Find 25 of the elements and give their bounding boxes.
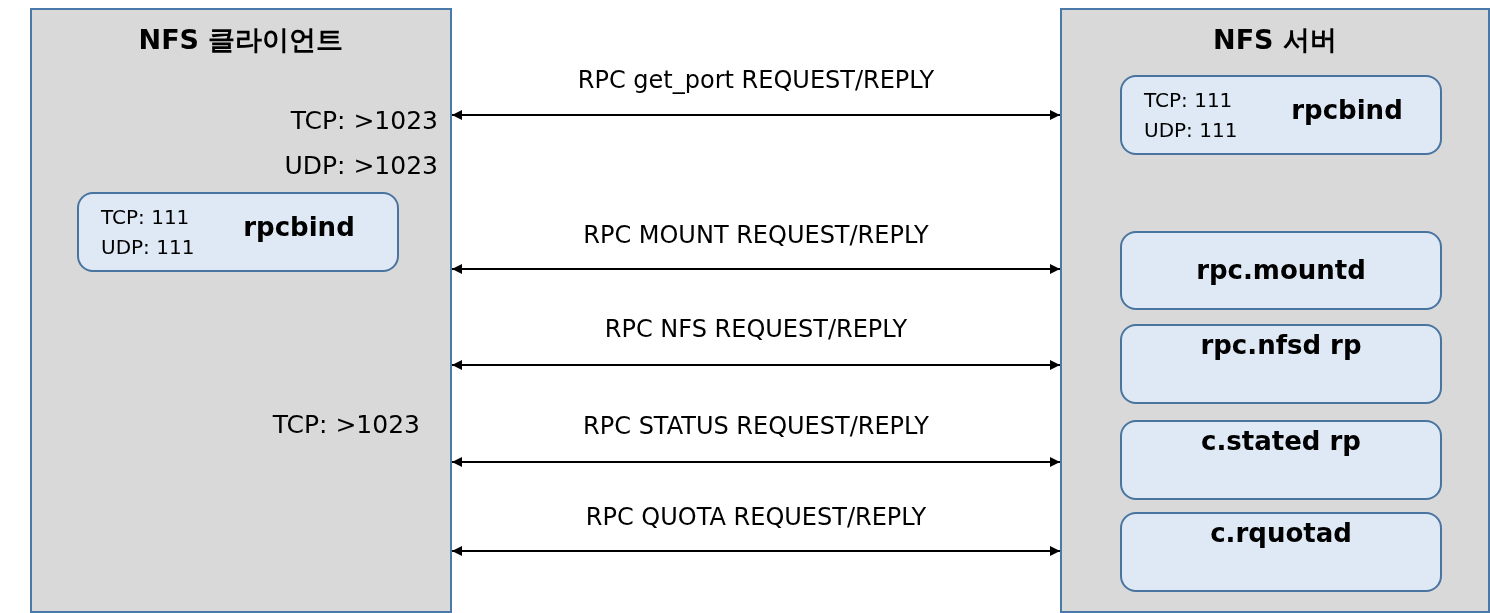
arrow	[451, 457, 1061, 467]
arrow	[451, 360, 1061, 370]
process-box	[1120, 512, 1442, 592]
process-name: rpc.mountd	[1195, 255, 1367, 285]
process-name: c.rquotad	[1209, 518, 1353, 548]
port-label: TCP: 111 UDP: 111	[1144, 87, 1239, 144]
port-label: TCP: >1023	[271, 410, 420, 439]
client-panel	[30, 8, 452, 613]
server-panel	[1060, 8, 1490, 613]
process-name: rpcbind	[242, 212, 356, 242]
arrow	[451, 110, 1061, 120]
process-box	[1120, 324, 1442, 404]
arrow	[451, 546, 1061, 556]
panel-heading: NFS 서버	[1212, 23, 1338, 57]
process-name: rpc.nfsd rp	[1199, 330, 1363, 360]
panel-heading: NFS 클라이언트	[137, 23, 345, 57]
process-box	[1120, 75, 1442, 155]
process-box	[1120, 231, 1442, 310]
process-name: rpcbind	[1290, 95, 1404, 125]
port-label: TCP: 111 UDP: 111	[101, 204, 196, 261]
process-name: c.stated rp	[1200, 426, 1362, 456]
process-box	[77, 192, 399, 272]
process-box	[1120, 420, 1442, 500]
port-label: TCP: >1023 UDP: >1023	[283, 105, 438, 182]
arrow	[451, 264, 1061, 274]
